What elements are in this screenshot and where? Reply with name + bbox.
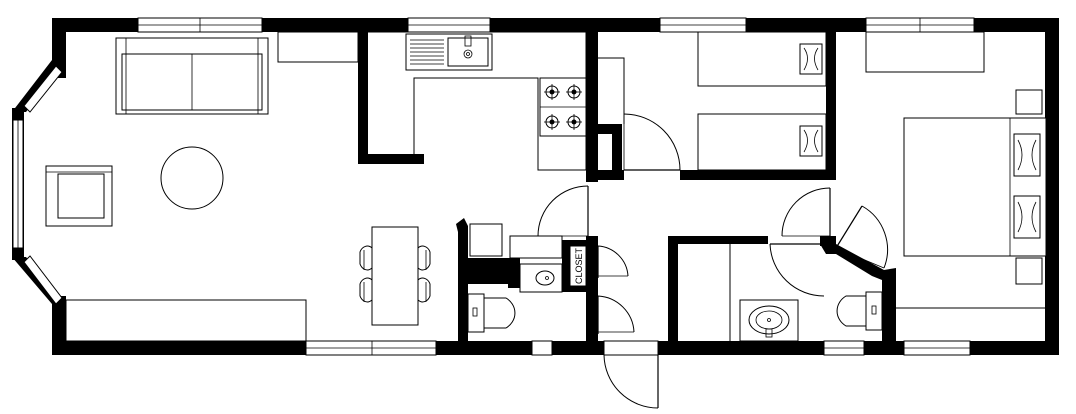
door-closet bbox=[597, 245, 629, 278]
wall-cabinet bbox=[277, 31, 359, 63]
kitchen-counter bbox=[368, 31, 587, 171]
wardrobe bbox=[865, 31, 985, 73]
kitchen bbox=[368, 31, 587, 171]
door-bathroom-2 bbox=[769, 243, 826, 297]
bath1-sink-cabinet bbox=[519, 263, 563, 293]
bedroom-2 bbox=[598, 31, 827, 171]
pillow bbox=[799, 43, 823, 75]
drainboard bbox=[410, 39, 444, 65]
dining-chair bbox=[359, 277, 373, 303]
pillow bbox=[799, 125, 823, 157]
dining-chair bbox=[417, 245, 431, 271]
bathroom-2 bbox=[729, 244, 883, 342]
dining-chair bbox=[359, 245, 373, 271]
closet bbox=[569, 245, 587, 287]
dining-chair bbox=[417, 277, 431, 303]
bathroom-1: CLOSET bbox=[467, 223, 587, 333]
coffee-table bbox=[160, 146, 224, 210]
bedroom-1 bbox=[865, 31, 1047, 309]
closet-label: CLOSET bbox=[574, 247, 584, 284]
nightstand bbox=[1015, 89, 1043, 115]
bay-window-lower bbox=[23, 255, 63, 305]
living-area bbox=[45, 31, 431, 342]
bay-window-upper bbox=[23, 65, 63, 113]
bath1-toilet bbox=[467, 293, 516, 333]
doors bbox=[537, 113, 888, 409]
door-bathroom-1 bbox=[597, 295, 635, 334]
dining-table bbox=[371, 226, 419, 326]
bath2-toilet bbox=[836, 291, 883, 331]
window-bottom-bath1 bbox=[531, 340, 553, 356]
tv-console bbox=[65, 299, 307, 342]
door-bedroom-2 bbox=[623, 113, 681, 171]
nightstand bbox=[1015, 257, 1043, 285]
interior-walls bbox=[278, 32, 896, 344]
door-entry bbox=[603, 340, 659, 409]
door-bedroom-1 bbox=[781, 187, 831, 237]
door-bedroom1-bath bbox=[835, 205, 888, 269]
stove bbox=[539, 77, 587, 137]
windows bbox=[12, 17, 975, 356]
appliance bbox=[469, 223, 503, 257]
door-living-hall bbox=[537, 185, 589, 237]
counter bbox=[509, 235, 563, 259]
